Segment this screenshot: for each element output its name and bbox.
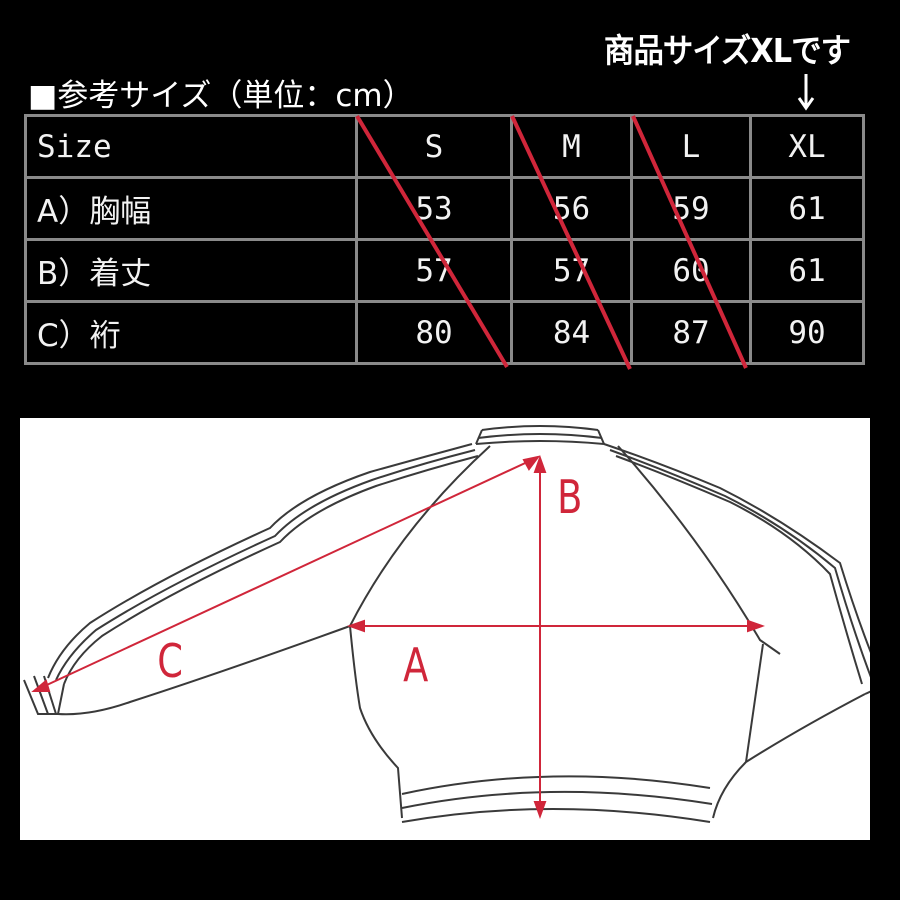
cell-chest-m: 56 bbox=[510, 176, 633, 241]
row-label-sleeve: C）裄 bbox=[24, 300, 358, 365]
cell-length-l: 60 bbox=[630, 238, 752, 303]
table-header-row: Size S M L XL bbox=[24, 114, 865, 179]
reference-size-title: ■参考サイズ（単位：cm） bbox=[28, 78, 414, 114]
cell-sleeve-m: 84 bbox=[510, 300, 633, 365]
product-size-notice: 商品サイズXLです bbox=[604, 31, 851, 70]
jacket-outline bbox=[23, 425, 870, 823]
table-row: B）着丈 57 57 60 61 bbox=[24, 238, 865, 303]
size-header-l: L bbox=[630, 114, 752, 179]
cell-length-xl: 61 bbox=[749, 238, 865, 303]
cell-sleeve-l: 87 bbox=[630, 300, 752, 365]
size-header-label: Size bbox=[24, 114, 358, 179]
cell-chest-s: 53 bbox=[355, 176, 513, 241]
cell-sleeve-s: 80 bbox=[355, 300, 513, 365]
size-header-xl: XL bbox=[749, 114, 865, 179]
row-label-length: B）着丈 bbox=[24, 238, 358, 303]
measurement-arrows bbox=[31, 455, 765, 819]
cell-length-m: 57 bbox=[510, 238, 633, 303]
measure-label-b: B bbox=[557, 470, 583, 524]
size-header-m: M bbox=[510, 114, 633, 179]
measure-label-a: A bbox=[403, 638, 429, 692]
down-arrow-icon bbox=[797, 74, 815, 111]
measure-label-c: C bbox=[157, 634, 183, 688]
cell-length-s: 57 bbox=[355, 238, 513, 303]
size-header-s: S bbox=[355, 114, 513, 179]
cell-sleeve-xl: 90 bbox=[749, 300, 865, 365]
size-table: Size S M L XL A）胸幅 53 56 59 61 B）着丈 57 5… bbox=[24, 114, 865, 365]
table-row: A）胸幅 53 56 59 61 bbox=[24, 176, 865, 241]
cell-chest-xl: 61 bbox=[749, 176, 865, 241]
cell-chest-l: 59 bbox=[630, 176, 752, 241]
table-row: C）裄 80 84 87 90 bbox=[24, 300, 865, 365]
row-label-chest: A）胸幅 bbox=[24, 176, 358, 241]
jacket-measurement-diagram: B A C bbox=[20, 418, 870, 840]
